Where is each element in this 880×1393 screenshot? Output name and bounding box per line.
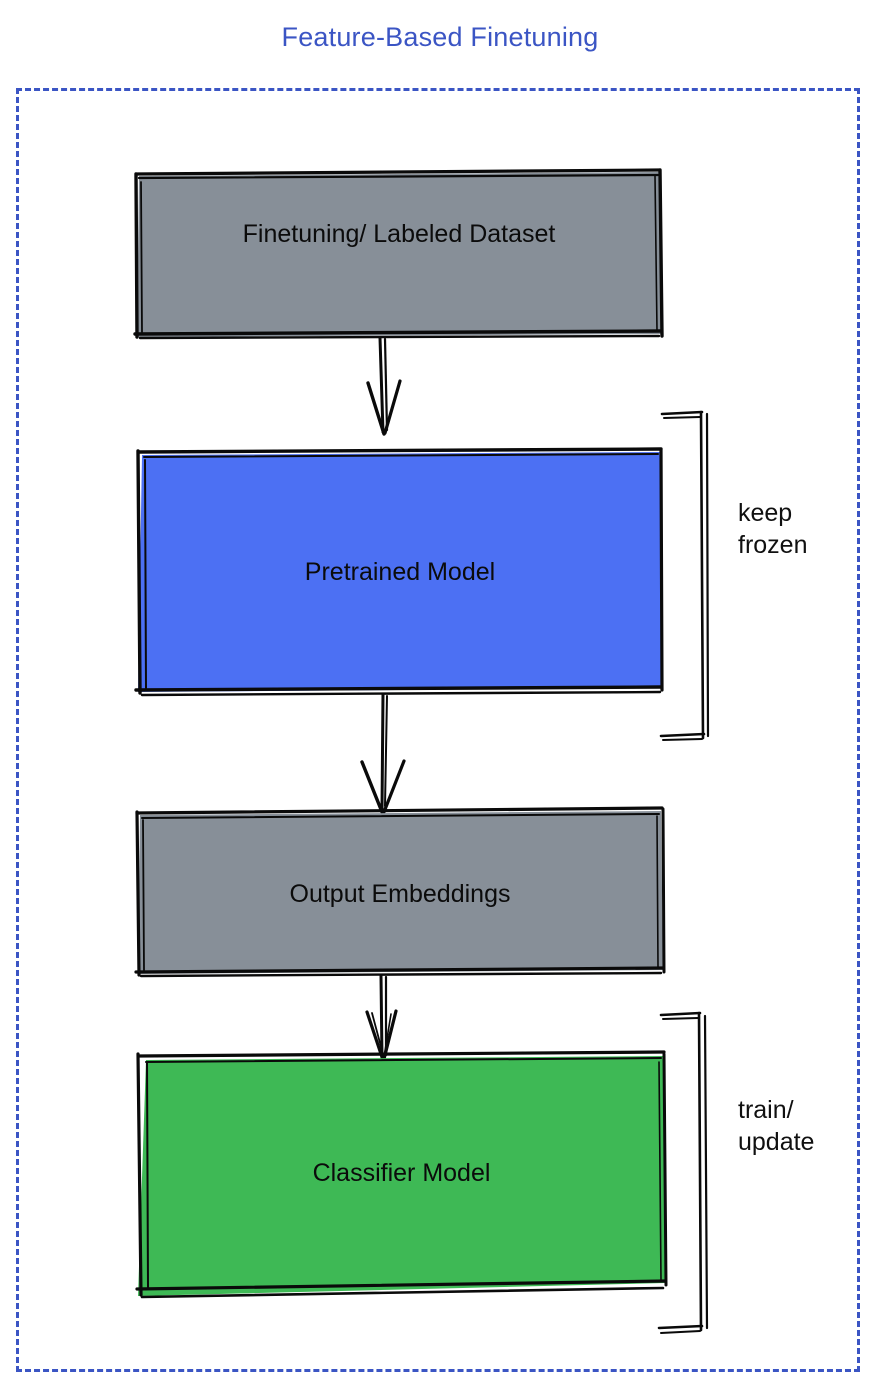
node-classifier-model[interactable]: Classifier Model (137, 1054, 666, 1294)
node-finetuning-dataset-label: Finetuning/ Labeled Dataset (242, 220, 556, 248)
annotation-train-update: train/ update (738, 1096, 815, 1156)
page-title: Feature-Based Finetuning (281, 22, 599, 52)
annotation-keep-frozen: keep frozen (738, 499, 808, 559)
node-pretrained-model-label: Pretrained Model (304, 558, 496, 586)
node-pretrained-model[interactable]: Pretrained Model (137, 450, 663, 694)
node-output-embeddings[interactable]: Output Embeddings (136, 810, 664, 975)
diagram-outer-frame (16, 88, 860, 1372)
node-finetuning-dataset[interactable]: Finetuning/ Labeled Dataset (136, 170, 662, 338)
node-output-embeddings-label: Output Embeddings (289, 880, 511, 908)
node-classifier-model-label: Classifier Model (312, 1159, 491, 1187)
